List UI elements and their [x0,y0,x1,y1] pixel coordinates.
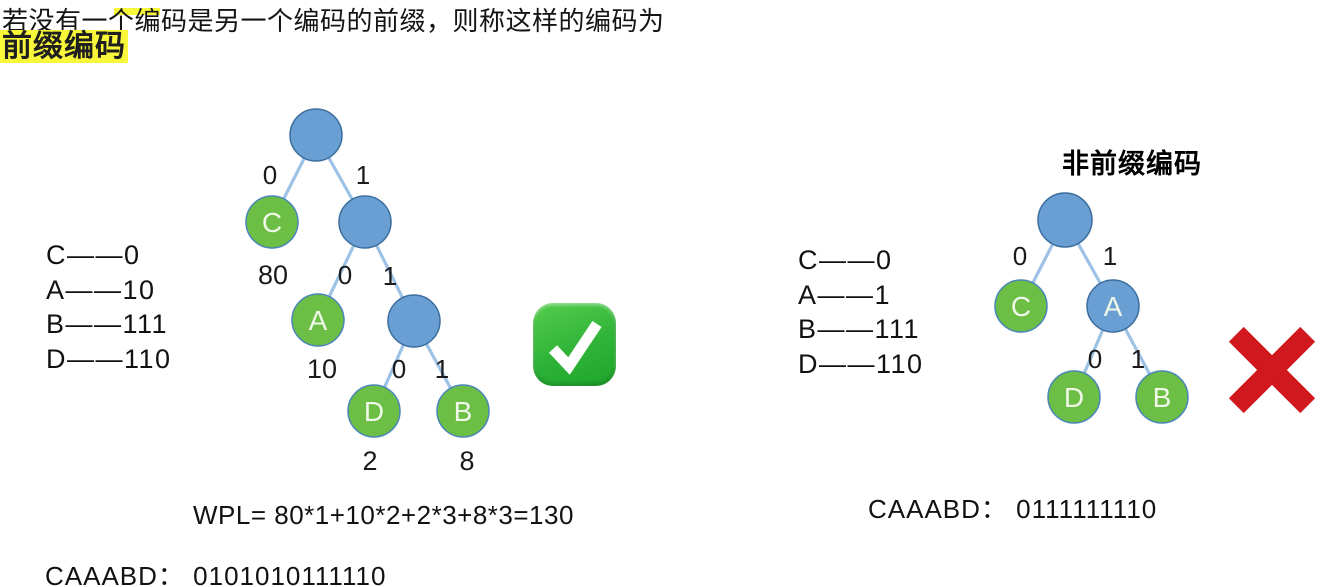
edge-label: 1 [356,160,370,190]
highlighter-smudge [114,8,160,15]
node-letter: D [364,396,384,427]
left-code-table: C——0 A——10 B——111 D——110 [46,238,172,376]
leaf-node-C [245,195,299,249]
node-letter: A [309,305,328,336]
cross-mark-icon [1228,326,1316,414]
node-letter: B [454,396,473,427]
edge-label: 1 [383,261,397,291]
weight-label: 8 [459,446,474,476]
internal-node-A [1086,279,1140,333]
edge-label: 0 [1013,241,1027,271]
non-prefix-code-tree: C A D B 0 1 0 1 [994,192,1189,424]
code-line: B——111 [798,314,921,344]
edge-label: 0 [392,354,406,384]
edge-label: 1 [1131,344,1145,374]
internal-node [387,294,441,348]
non-prefix-title: 非前缀编码 [1062,149,1202,179]
check-mark-icon [533,303,616,386]
left-encoding-line: CAAABD： 0101010111110 [45,561,387,587]
code-line: C——0 [798,245,893,275]
weight-label: 2 [362,446,377,476]
internal-node-root [289,108,343,162]
code-line: D——110 [798,348,924,379]
node-letter: C [1011,291,1031,322]
edge-label: 0 [263,160,277,190]
prefix-code-tree: C A D B 0 1 0 1 0 1 80 10 2 8 [245,108,490,476]
code-line: A——1 [798,279,892,310]
leaf-node-C [994,279,1048,333]
node-letter: C [262,207,282,238]
code-line: D——110 [46,343,172,374]
leaf-node-A [291,293,345,347]
node-letter: D [1064,382,1084,413]
edge-label: 0 [338,260,352,290]
code-line: C——0 [46,240,141,270]
weight-label: 10 [307,354,337,384]
leaf-node-D [347,384,401,438]
weight-label: 80 [258,260,288,290]
edge-label: 0 [1088,344,1102,374]
right-encoding-line: CAAABD： 0111111110 [868,494,1158,524]
node-letter: B [1153,382,1172,413]
highlighted-term: 前缀编码 [0,30,128,63]
edge-label: 1 [435,354,449,384]
edge-label: 1 [1103,241,1117,271]
code-line: A——10 [46,274,156,305]
code-line: B——111 [46,309,169,339]
leaf-node-D [1047,370,1101,424]
internal-node-root [1037,192,1093,248]
right-code-table: C——0 A——1 B——111 D——110 [798,243,924,381]
node-letter: A [1104,291,1123,322]
wpl-formula: WPL= 80*1+10*2+2*3+8*3=130 [193,500,574,530]
internal-node [338,195,392,249]
leaf-node-B [1135,370,1189,424]
leaf-node-B [436,384,490,438]
